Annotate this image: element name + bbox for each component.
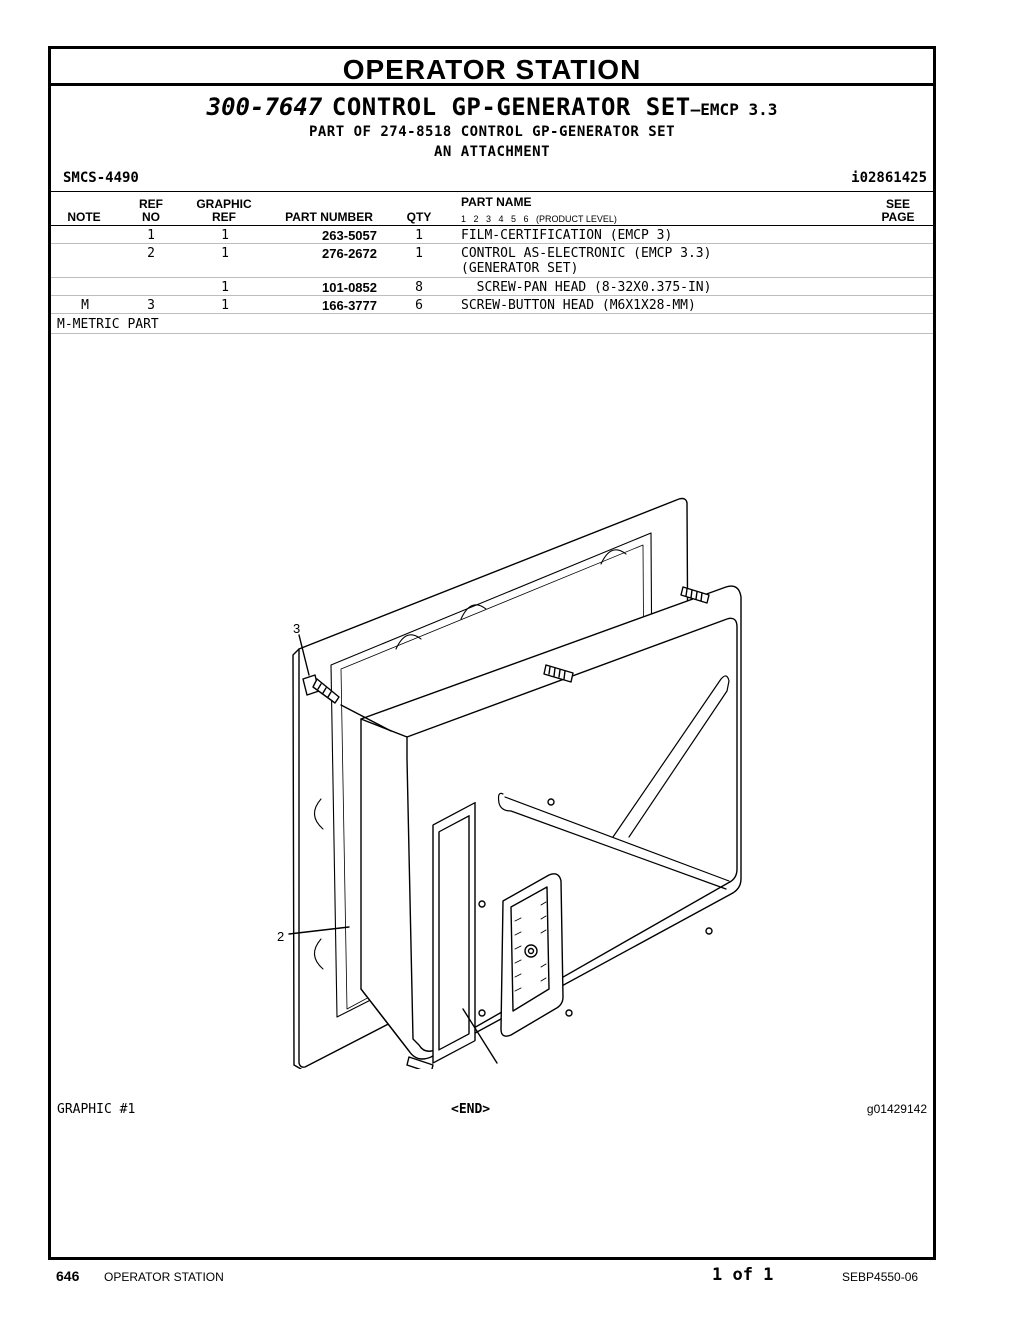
col-part-number: PART NUMBER xyxy=(285,210,373,224)
row-divider xyxy=(51,295,933,296)
stud-top-right xyxy=(680,586,710,604)
row1-graphic-ref: 1 xyxy=(221,228,229,243)
footer-page-number: 646 xyxy=(56,1268,80,1284)
info-id: i02861425 xyxy=(851,170,927,186)
leader-1 xyxy=(462,1008,498,1064)
row2-graphic-ref: 1 xyxy=(221,246,229,261)
callout-3: 3 xyxy=(293,621,300,636)
certification-film xyxy=(432,801,476,1064)
row3-part-name: SCREW-PAN HEAD (8-32X0.375-IN) xyxy=(461,280,712,295)
stud-top-center xyxy=(543,664,574,683)
housing-rib xyxy=(497,792,727,890)
group-number: 300-7647 xyxy=(206,93,323,121)
row4-note: M xyxy=(81,298,89,313)
page-frame: OPERATOR STATION 300-7647 CONTROL GP-GEN… xyxy=(48,46,936,1260)
row4-qty: 6 xyxy=(415,298,423,313)
metric-legend: M-METRIC PART xyxy=(57,317,159,332)
header-rule xyxy=(51,191,933,192)
row-divider xyxy=(51,333,933,334)
group-suffix: —EMCP 3.3 xyxy=(690,100,778,119)
row1-ref-no: 1 xyxy=(147,228,155,243)
graphic-label: GRAPHIC #1 xyxy=(57,1102,136,1117)
row-divider xyxy=(51,313,933,314)
button-head-screw xyxy=(302,674,340,704)
part-of-line: PART OF 274-8518 CONTROL GP-GENERATOR SE… xyxy=(308,124,676,140)
col-part-name: PART NAME xyxy=(461,195,532,209)
row1-part-name: FILM-CERTIFICATION (EMCP 3) xyxy=(461,228,673,243)
row3-qty: 8 xyxy=(415,280,423,295)
graphic-id: g01429142 xyxy=(866,1102,927,1116)
exploded-view-illustration: 3 2 1 xyxy=(277,497,742,1069)
row2-qty: 1 xyxy=(415,246,423,261)
col-note: NOTE xyxy=(67,210,101,224)
group-name: CONTROL GP-GENERATOR SET xyxy=(331,93,691,121)
stud-bottom-left xyxy=(406,1056,434,1069)
housing-front-face xyxy=(406,617,738,1052)
row-divider xyxy=(51,243,933,244)
col-qty: QTY xyxy=(406,210,432,224)
row4-part-name: SCREW-BUTTON HEAD (M6X1X28-MM) xyxy=(461,298,696,313)
row4-graphic-ref: 1 xyxy=(221,298,229,313)
leader-2 xyxy=(288,926,350,935)
footer-doc-id: SEBP4550-06 xyxy=(842,1270,919,1284)
smcs-code: SMCS-4490 xyxy=(63,170,139,186)
product-level: 1 2 3 4 5 6 (PRODUCT LEVEL) xyxy=(461,214,617,224)
section-title: OPERATOR STATION xyxy=(51,49,933,86)
row2-ref-no: 2 xyxy=(147,246,155,261)
mounting-plate-edge xyxy=(292,648,302,1069)
leader-3 xyxy=(298,634,310,676)
row3-part-number: 101-0852 xyxy=(322,280,377,295)
row2-part-number: 276-2672 xyxy=(322,246,377,261)
footer-section: OPERATOR STATION xyxy=(104,1270,224,1284)
row2-part-name-line2: (GENERATOR SET) xyxy=(461,261,579,276)
row1-part-number: 263-5057 xyxy=(322,228,377,243)
footer-page-of: 1 of 1 xyxy=(712,1265,774,1285)
row4-ref-no: 3 xyxy=(147,298,155,313)
harness-connector xyxy=(500,873,564,1037)
group-title: 300-7647 CONTROL GP-GENERATOR SET—EMCP 3… xyxy=(51,93,933,124)
row2-part-name: CONTROL AS-ELECTRONIC (EMCP 3.3) xyxy=(461,246,712,261)
attachment-line: AN ATTACHMENT xyxy=(433,144,551,160)
row-divider xyxy=(51,277,933,278)
row1-qty: 1 xyxy=(415,228,423,243)
end-marker: <END> xyxy=(451,1102,491,1117)
row3-graphic-ref: 1 xyxy=(221,280,229,295)
callout-2: 2 xyxy=(277,929,284,944)
row4-part-number: 166-3777 xyxy=(322,298,377,313)
columns-rule xyxy=(51,225,933,226)
